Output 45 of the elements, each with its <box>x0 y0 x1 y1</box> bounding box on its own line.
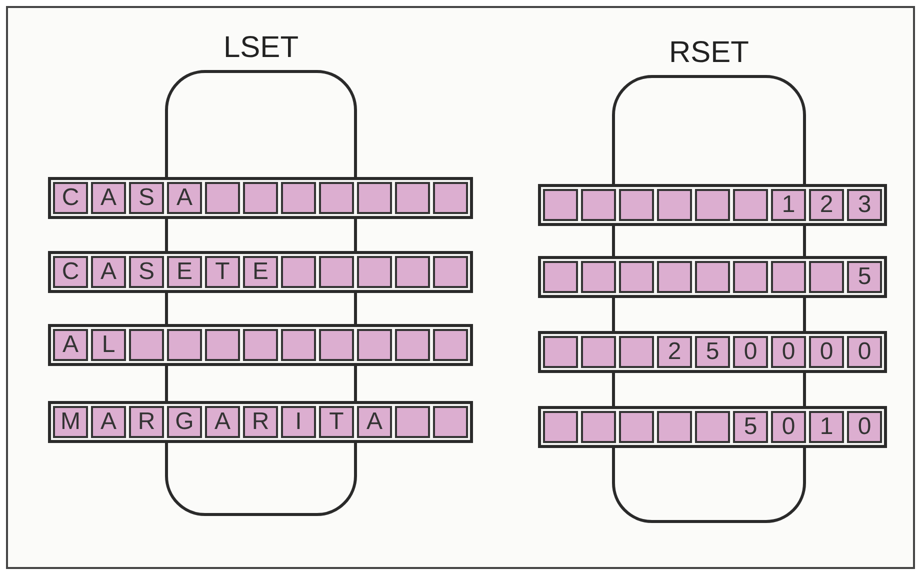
letter-cell: A <box>205 406 240 438</box>
cell-row <box>48 251 473 293</box>
letter-cell: L <box>91 329 126 361</box>
letter-cell: G <box>167 406 202 438</box>
letter-cell: I <box>281 406 316 438</box>
cell-row <box>48 324 473 366</box>
cell-row <box>538 184 887 226</box>
letter-cell: A <box>167 182 202 214</box>
letter-cell: 5 <box>695 336 730 368</box>
letter-cell: A <box>357 406 392 438</box>
letter-cell: 1 <box>771 189 806 221</box>
letter-cell: 0 <box>847 336 882 368</box>
letter-cell: T <box>205 256 240 288</box>
letter-cell: S <box>129 182 164 214</box>
letter-cell: 5 <box>733 411 768 443</box>
letter-cell: A <box>53 329 88 361</box>
cell-row <box>48 401 473 443</box>
letter-cell: E <box>243 256 278 288</box>
letter-cell: A <box>91 256 126 288</box>
letter-cell: 3 <box>847 189 882 221</box>
letter-cell: 1 <box>809 411 844 443</box>
letter-cell: A <box>91 406 126 438</box>
letter-cell: 0 <box>771 411 806 443</box>
letter-cell: E <box>167 256 202 288</box>
cell-row <box>538 256 887 298</box>
letter-cell: 0 <box>847 411 882 443</box>
cell-row <box>48 177 473 219</box>
letter-cell: C <box>53 182 88 214</box>
letter-cell: 0 <box>809 336 844 368</box>
letter-cell: T <box>319 406 354 438</box>
letter-cell: C <box>53 256 88 288</box>
letter-cell: S <box>129 256 164 288</box>
letter-cell: R <box>243 406 278 438</box>
set-label: RSET <box>668 35 749 71</box>
cell-row <box>538 331 887 373</box>
letter-cell: 5 <box>847 261 882 293</box>
letter-cell: 0 <box>733 336 768 368</box>
letter-cell: 2 <box>657 336 692 368</box>
letter-cell: 2 <box>809 189 844 221</box>
letter-cell: R <box>129 406 164 438</box>
letter-cell: M <box>53 406 88 438</box>
letter-cell: A <box>91 182 126 214</box>
letter-cell: 0 <box>771 336 806 368</box>
set-label: LSET <box>223 30 299 66</box>
cell-row <box>538 406 887 448</box>
